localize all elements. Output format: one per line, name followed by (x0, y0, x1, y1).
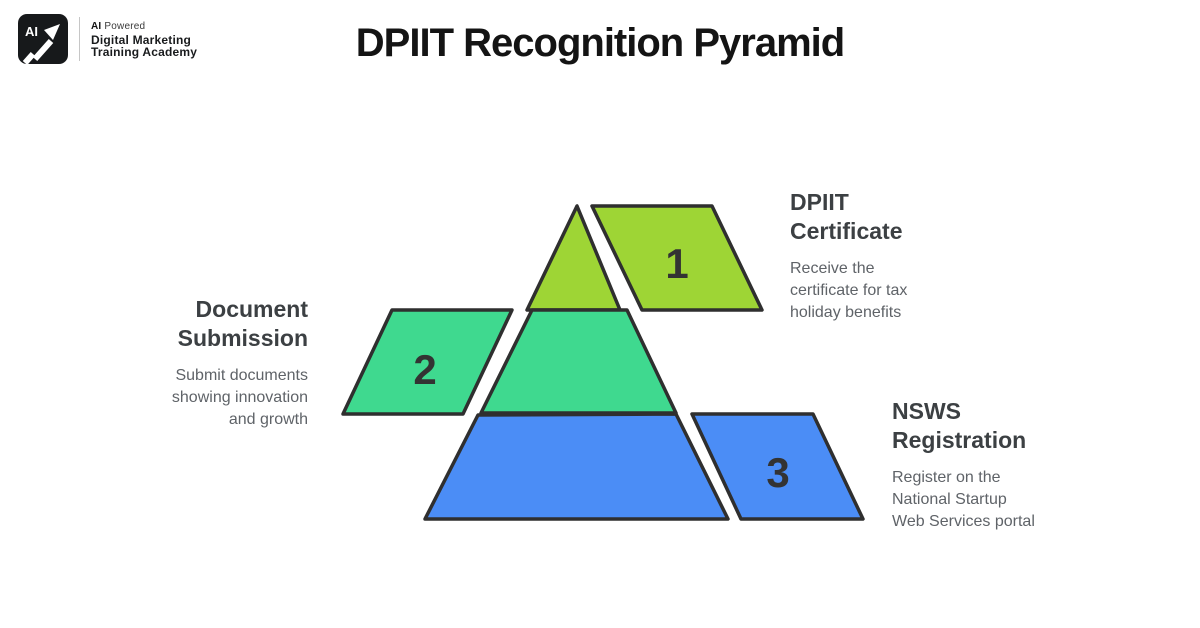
step-tag-2 (341, 308, 514, 416)
step-title-1: DPIIT Certificate (790, 189, 903, 244)
pyramid-tier-2 (479, 308, 678, 415)
step-label-1: DPIIT Certificate Receive the certificat… (790, 188, 990, 324)
ai-logo-text: AI (25, 24, 38, 39)
page-title: DPIIT Recognition Pyramid (355, 21, 845, 65)
ai-logo-icon: AI (18, 14, 68, 64)
step-number-3: 3 (766, 449, 789, 496)
step-title-3: NSWS Registration (892, 398, 1027, 453)
brand-name-line3: Training Academy (91, 44, 198, 59)
step-number-1: 1 (665, 240, 688, 287)
brand-tagline-light: Powered (104, 20, 146, 32)
step-description-2: Submit documents showing innovation and … (171, 367, 308, 428)
step-description-3: Register on the National Startup Web Ser… (892, 469, 1035, 530)
brand-logo: AI AI Powered Digital Marketing Training… (18, 14, 197, 64)
brand-name: AI Powered Digital Marketing Training Ac… (91, 21, 197, 58)
brand-divider (79, 17, 80, 61)
brand-tagline-strong: AI (91, 20, 102, 32)
brand-name-line2: Digital Marketing (91, 32, 192, 47)
pyramid-tier-3 (423, 412, 730, 521)
step-title-2: Document Submission (177, 296, 308, 351)
step-label-3: NSWS Registration Register on the Nation… (892, 397, 1102, 533)
step-label-2: Document Submission Submit documents sho… (108, 295, 308, 431)
brand-tagline: AI Powered (91, 21, 197, 32)
growth-arrow-icon (22, 24, 60, 64)
step-number-2: 2 (413, 346, 436, 393)
step-tag-3 (690, 412, 865, 521)
step-tag-1 (590, 204, 764, 312)
step-description-1: Receive the certificate for tax holiday … (790, 260, 908, 321)
